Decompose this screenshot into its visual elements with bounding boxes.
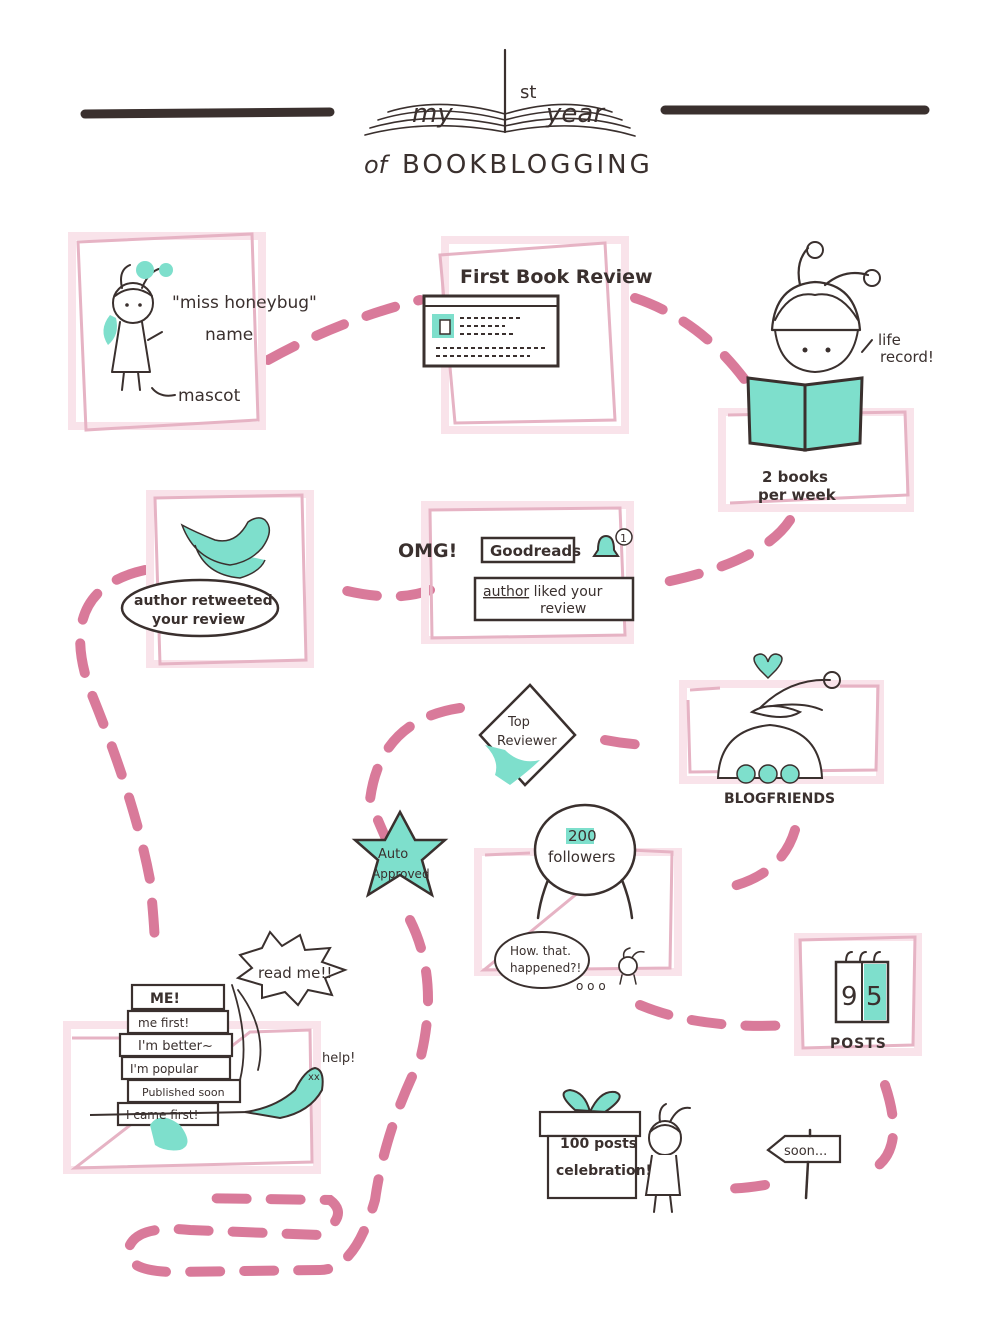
- followers-bubble-2: happened?!: [510, 961, 581, 975]
- followers-label: followers: [548, 848, 616, 866]
- little-bug-icon: [618, 947, 645, 985]
- followers-panel: 200 followers How. that. happened?! o o …: [494, 803, 645, 993]
- posts-panel: 9 5 POSTS: [830, 951, 890, 1052]
- mascot-name-label: name: [205, 325, 253, 345]
- omg-exclaim: OMG!: [398, 540, 457, 562]
- title-my: my: [412, 99, 453, 129]
- title-of: of: [364, 151, 391, 179]
- shout-bubble-icon: [235, 930, 348, 1007]
- mascot-quote: "miss honeybug": [172, 293, 317, 313]
- top-reviewer-panel: Top Reviewer: [478, 683, 577, 787]
- book-stack-panel: read me!! xx help! ME! me first! I'm bet…: [89, 930, 355, 1151]
- gift-box-icon: [538, 1088, 642, 1200]
- posts-digit-1: 9: [841, 982, 858, 1012]
- soon-sign: soon...: [784, 1144, 827, 1159]
- honeybug-mascot-icon: [103, 261, 173, 391]
- liked-rest: liked your: [529, 584, 603, 600]
- celebration-panel: 100 posts celebration! soon...: [538, 1088, 842, 1213]
- liked-review-msg: author liked your: [483, 584, 603, 600]
- squished-bug-icon: [244, 1066, 324, 1120]
- thought-dots: o o o: [576, 979, 606, 993]
- friends-group-icon: [716, 671, 841, 784]
- celebration-1: 100 posts: [560, 1136, 637, 1152]
- books-stack-icon: [116, 983, 242, 1127]
- life-record-note-1: life: [878, 331, 901, 349]
- review-webpage-icon: [422, 294, 560, 368]
- twitter-panel: author retweeted your review: [120, 517, 280, 638]
- heart-icon: [753, 653, 783, 680]
- book-spine-3: I'm better~: [138, 1039, 213, 1054]
- title-banner: my st year of BOOKBLOGGING: [80, 48, 930, 180]
- title-bookblogging: BOOKBLOGGING: [402, 150, 653, 180]
- top-reviewer-1: Top: [507, 715, 530, 730]
- auto-approved-2: Approved: [372, 867, 430, 881]
- liked-author-word: author: [483, 584, 529, 600]
- auto-approved-panel: Auto Approved: [351, 809, 449, 898]
- books-per-week-2: per week: [758, 486, 837, 504]
- mascot-holding-gift-icon: [644, 1103, 691, 1213]
- first-review-title: First Book Review: [460, 266, 653, 288]
- first-review-panel: First Book Review: [422, 266, 653, 368]
- retweet-bubble-2: your review: [152, 612, 245, 628]
- auto-approved-1: Auto: [378, 847, 408, 862]
- life-record-note-2: record!: [880, 348, 934, 366]
- goodreads-panel: OMG! Goodreads 1 author liked your revie…: [398, 528, 635, 622]
- reading-bug-icon: [770, 241, 881, 373]
- mascot-panel: "miss honeybug" name mascot: [103, 261, 317, 406]
- mascot-label: mascot: [178, 386, 241, 406]
- read-me-shout: read me!!: [258, 964, 332, 982]
- posts-digit-2: 5: [866, 982, 883, 1012]
- reading-panel: life record! 2 books per week: [746, 241, 934, 504]
- help-cry: help!: [322, 1051, 355, 1066]
- book-spine-5: Published soon: [142, 1086, 225, 1099]
- liked-review-line2: review: [540, 601, 586, 617]
- notification-bell-icon: 1: [592, 528, 633, 557]
- open-book-icon-mint: [746, 376, 864, 452]
- celebration-2: celebration!: [556, 1163, 652, 1179]
- soon-signpost-icon: [766, 1128, 842, 1200]
- followers-number: 200: [568, 827, 597, 845]
- book-spine-1: ME!: [150, 991, 180, 1007]
- book-spine-6: I came first!: [126, 1108, 198, 1122]
- title-year: year: [545, 99, 606, 129]
- bug-eyes: xx: [308, 1072, 320, 1083]
- title-st: st: [520, 82, 536, 103]
- books-per-week-1: 2 books: [762, 468, 828, 486]
- notification-count: 1: [620, 532, 627, 545]
- blogfriends-panel: BLOGFRIENDS: [716, 653, 841, 807]
- posts-label: POSTS: [830, 1036, 887, 1052]
- followers-bubble-1: How. that.: [510, 944, 571, 958]
- book-spine-2: me first!: [138, 1016, 189, 1030]
- open-book-icon: [364, 48, 636, 137]
- calendar-counter-icon: [834, 951, 890, 1024]
- blogfriends-label: BLOGFRIENDS: [724, 791, 835, 807]
- follower-person-icon: [533, 803, 637, 920]
- star-badge-icon: [351, 809, 449, 898]
- twitter-bird-icon: [180, 517, 271, 579]
- top-reviewer-2: Reviewer: [497, 734, 557, 749]
- book-spine-4: I'm popular: [130, 1062, 198, 1076]
- goodreads-button: Goodreads: [490, 542, 581, 560]
- retweet-bubble-1: author retweeted: [134, 593, 273, 609]
